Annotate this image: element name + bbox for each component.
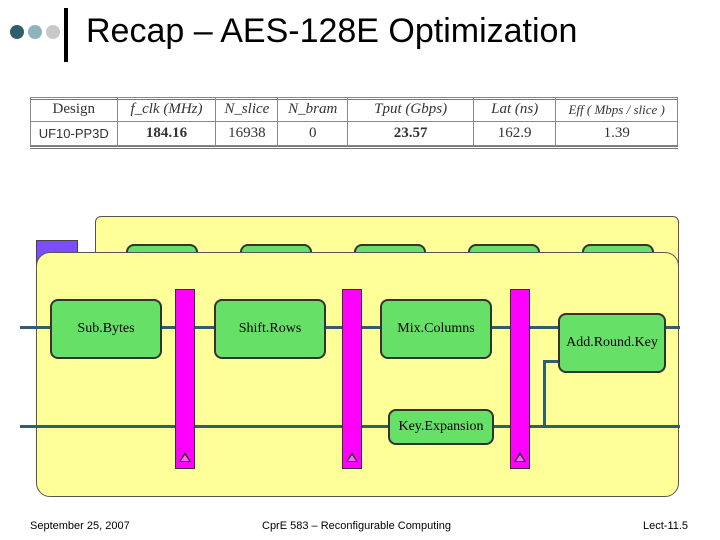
- footer-slide-number: Lect-11.5: [643, 520, 689, 532]
- cell-design: UF10-PP3D: [30, 121, 118, 146]
- title-divider: [64, 8, 68, 62]
- slide-title: Recap – AES-128E Optimization: [86, 12, 578, 50]
- cell-nbram: 0: [277, 121, 349, 146]
- header-design: Design: [30, 97, 118, 122]
- cell-nslice: 16938: [215, 121, 279, 146]
- bullet-dot-mid: [28, 25, 42, 39]
- header-eff: Eff ( Mbps / slice ): [555, 97, 678, 122]
- cell-lat: 162.9: [472, 121, 557, 146]
- clock-marker-2: [346, 452, 358, 462]
- key-feed-branch: [543, 360, 559, 363]
- table-row: UF10-PP3D 184.16 16938 0 23.57 162.9 1.3…: [30, 121, 678, 146]
- bullet-dot-dark: [10, 25, 24, 39]
- mix-columns-block: Mix.Columns: [380, 299, 492, 359]
- clock-marker-3: [514, 452, 526, 462]
- header-fclk: f_clk (MHz): [116, 97, 217, 122]
- footer-date: September 25, 2007: [30, 520, 130, 532]
- header-nbram: N_bram: [277, 97, 349, 122]
- key-expansion-block: Key.Expansion: [388, 409, 494, 445]
- pipeline-register-1: [175, 289, 195, 469]
- pipeline-register-2: [342, 289, 362, 469]
- pipeline-register-3: [510, 289, 530, 469]
- shift-rows-block: Shift.Rows: [214, 299, 326, 359]
- table-header-row: Design f_clk (MHz) N_slice N_bram Tput (…: [30, 97, 678, 122]
- cell-fclk: 184.16: [116, 121, 217, 146]
- add-round-key-block: Add.Round.Key: [558, 313, 666, 373]
- key-feed-wire: [543, 360, 546, 427]
- cell-eff: 1.39: [555, 121, 678, 146]
- cell-tput: 23.57: [347, 121, 474, 146]
- results-table: Design f_clk (MHz) N_slice N_bram Tput (…: [30, 97, 678, 146]
- bullet-dot-light: [46, 25, 60, 39]
- header-nslice: N_slice: [215, 97, 279, 122]
- header-tput: Tput (Gbps): [347, 97, 474, 122]
- header-lat: Lat (ns): [472, 97, 557, 122]
- footer-course: CprE 583 – Reconfigurable Computing: [262, 520, 451, 532]
- clock-marker-1: [179, 452, 191, 462]
- sub-bytes-block: Sub.Bytes: [50, 299, 162, 359]
